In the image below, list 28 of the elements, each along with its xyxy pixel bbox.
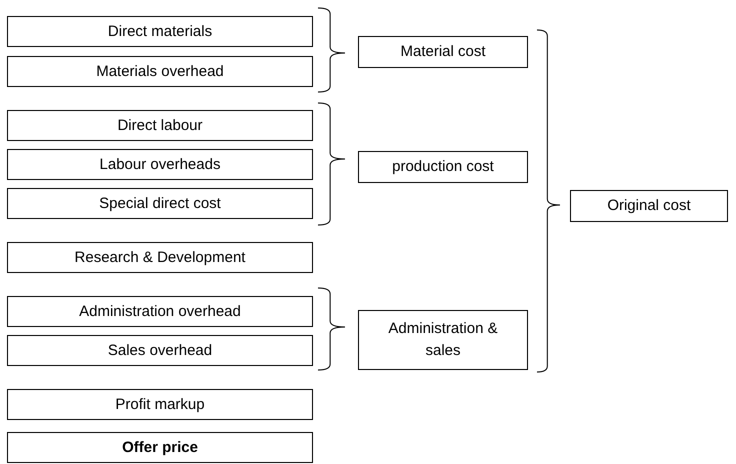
cost-item-box (7, 188, 313, 219)
summary-box (358, 310, 528, 370)
summary-box (570, 190, 728, 222)
node-label: Profit markup (115, 394, 205, 415)
cost-item-box (7, 56, 313, 87)
node-label: Administration overhead (79, 302, 241, 322)
cost-item-box (7, 110, 313, 141)
node-label: Administration & sales (387, 319, 499, 361)
cost-item-box (7, 149, 313, 180)
node-label: Offer price (122, 438, 198, 458)
node-label: Special direct cost (99, 194, 221, 214)
node-label: Research & Development (74, 248, 246, 268)
node-label: Direct labour (117, 116, 203, 136)
result-box (7, 432, 313, 463)
node-label: Direct materials (108, 22, 212, 42)
node-label: Labour overheads (100, 154, 220, 175)
cost-item-box (7, 296, 313, 327)
cost-item-box (7, 389, 313, 420)
node-label: Sales overhead (108, 340, 212, 361)
cost-item-box (7, 335, 313, 366)
cost-item-box (7, 242, 313, 273)
summary-box (358, 36, 528, 68)
summary-box (358, 151, 528, 183)
cost-item-box (7, 16, 313, 47)
node-label: production cost (392, 157, 494, 178)
node-label: Material cost (400, 42, 486, 62)
node-label: Original cost (607, 196, 691, 216)
node-label: Materials overhead (96, 62, 224, 82)
